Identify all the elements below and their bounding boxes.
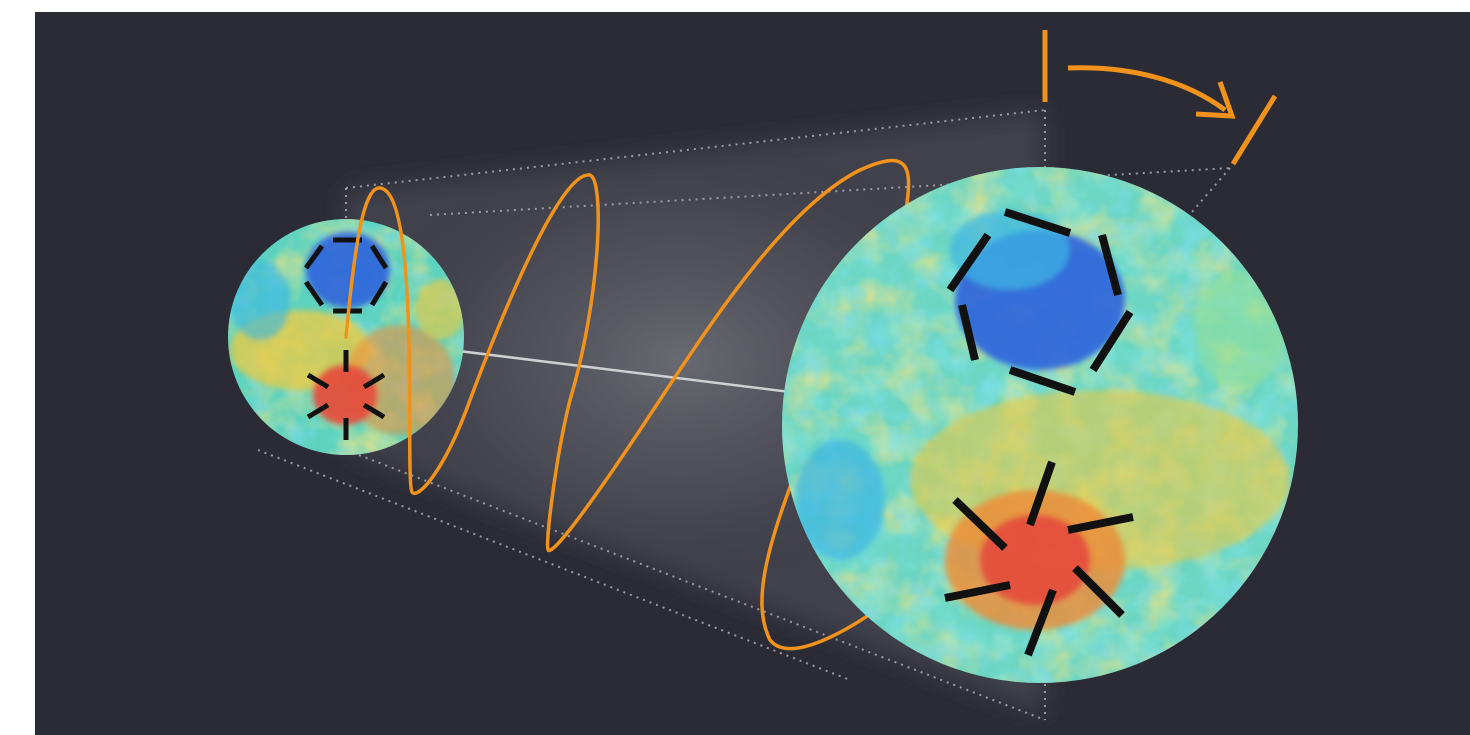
- small-star-pattern-icon: [306, 350, 386, 440]
- rotation-indicator-icon: [1042, 30, 1278, 166]
- large-hexagon-pattern-icon: [946, 208, 1134, 396]
- large-star-pattern-icon: [944, 460, 1134, 657]
- large-cmb-map: [782, 167, 1298, 683]
